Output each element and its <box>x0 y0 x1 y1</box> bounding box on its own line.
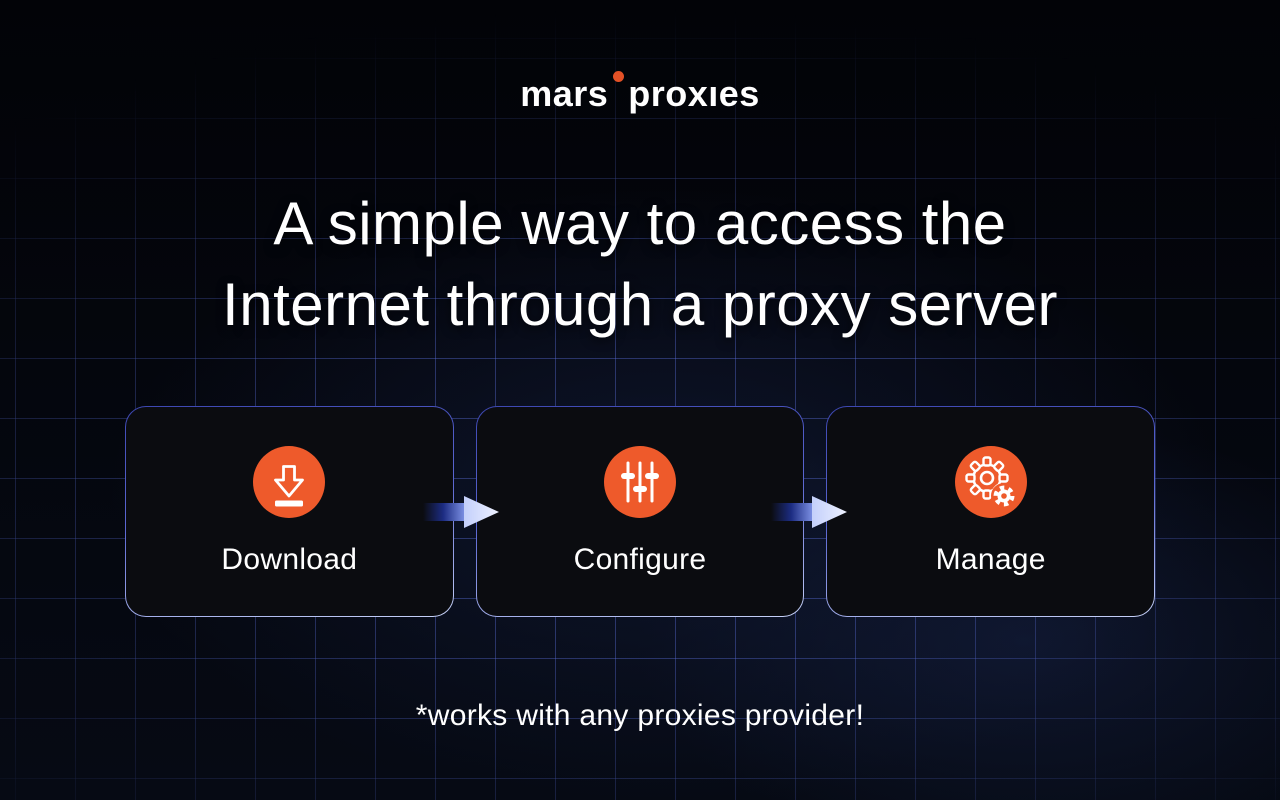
step-label-configure: Configure <box>573 543 707 576</box>
card-download-inner: Download <box>126 407 453 616</box>
step-label-manage: Manage <box>935 543 1046 576</box>
gears-icon <box>954 446 1027 518</box>
arrow-right-icon <box>812 496 847 528</box>
page-title-line2: Internet through a proxy server <box>222 271 1058 338</box>
card-configure: Configure <box>475 406 805 617</box>
step-label-download: Download <box>221 543 358 576</box>
brand-word-mars: mars <box>520 73 609 114</box>
arrow-right-icon <box>464 496 499 528</box>
brand-logo: mars proxıes <box>0 71 1280 116</box>
page-title-line1: A simple way to access the <box>273 190 1007 257</box>
card-manage-inner: Manage <box>827 407 1155 616</box>
flow-arrow-1-tail <box>423 503 465 521</box>
sliders-icon <box>604 446 676 518</box>
flow-arrow-2 <box>771 496 847 528</box>
download-icon <box>253 446 326 518</box>
footer-note: *works with any proxies provider! <box>415 699 865 732</box>
flow-arrow-1 <box>423 496 499 528</box>
card-download: Download <box>125 406 454 617</box>
steps-row: Download Configu <box>125 406 1156 617</box>
card-configure-inner: Configure <box>476 407 804 616</box>
brand-word-proxies: proxıes <box>628 73 760 114</box>
page-title: A simple way to access the Internet thro… <box>0 183 1280 345</box>
flow-arrow-2-tail <box>771 503 813 521</box>
card-manage: Manage <box>826 406 1156 617</box>
brand-dot-icon <box>613 71 625 82</box>
